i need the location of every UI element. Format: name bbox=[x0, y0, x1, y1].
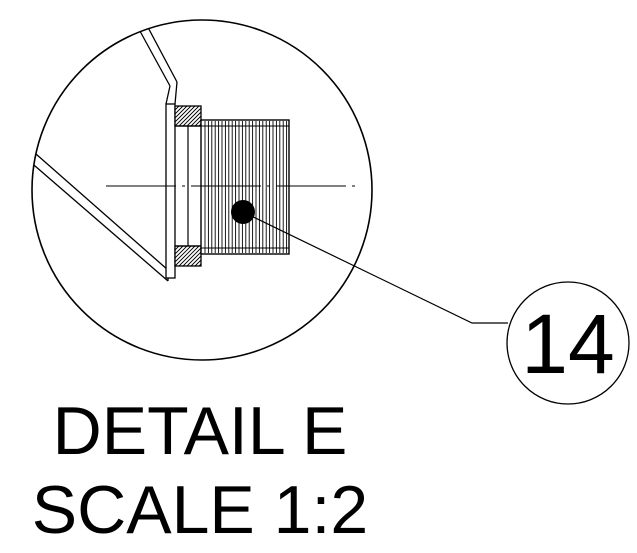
threaded-fitting bbox=[200, 119, 290, 255]
sloped-wall-lower bbox=[32, 139, 169, 282]
hatch-line bbox=[178, 245, 200, 267]
hatch-line bbox=[174, 105, 196, 127]
upper-flange-block bbox=[174, 105, 202, 127]
lower-flange-block bbox=[174, 245, 202, 267]
sloped-wall-upper bbox=[134, 20, 178, 105]
hatch-line bbox=[174, 105, 180, 111]
hatch-line bbox=[174, 245, 180, 251]
hatch-line bbox=[174, 245, 196, 267]
detail-boundary-circle bbox=[31, 19, 373, 361]
hatch-line bbox=[182, 107, 202, 127]
hatch-line bbox=[174, 105, 192, 123]
leader-line bbox=[242, 211, 508, 324]
vertical-plate bbox=[165, 103, 176, 279]
hatch-line bbox=[174, 245, 192, 263]
hatch-line bbox=[174, 105, 184, 115]
hatch-line bbox=[194, 259, 202, 267]
hatch-line bbox=[186, 111, 202, 127]
hatch-line bbox=[186, 251, 202, 267]
bore-edges bbox=[175, 125, 202, 247]
hatch-line bbox=[174, 245, 188, 259]
hatch-line bbox=[190, 255, 202, 267]
detail-scale: SCALE 1:2 bbox=[31, 472, 369, 548]
detail-title: DETAIL E bbox=[52, 393, 348, 469]
hatch-line bbox=[178, 105, 200, 127]
part-geometry bbox=[32, 20, 356, 282]
hatch-line bbox=[174, 105, 188, 119]
leader-dot bbox=[231, 200, 255, 224]
hatch-line bbox=[190, 115, 202, 127]
hatch-line bbox=[174, 245, 184, 255]
hatch-line bbox=[194, 119, 202, 127]
hatch-line bbox=[182, 247, 202, 267]
item-balloon bbox=[506, 281, 630, 405]
item-balloon-number: 14 bbox=[521, 297, 614, 391]
hatch-line bbox=[198, 263, 202, 267]
